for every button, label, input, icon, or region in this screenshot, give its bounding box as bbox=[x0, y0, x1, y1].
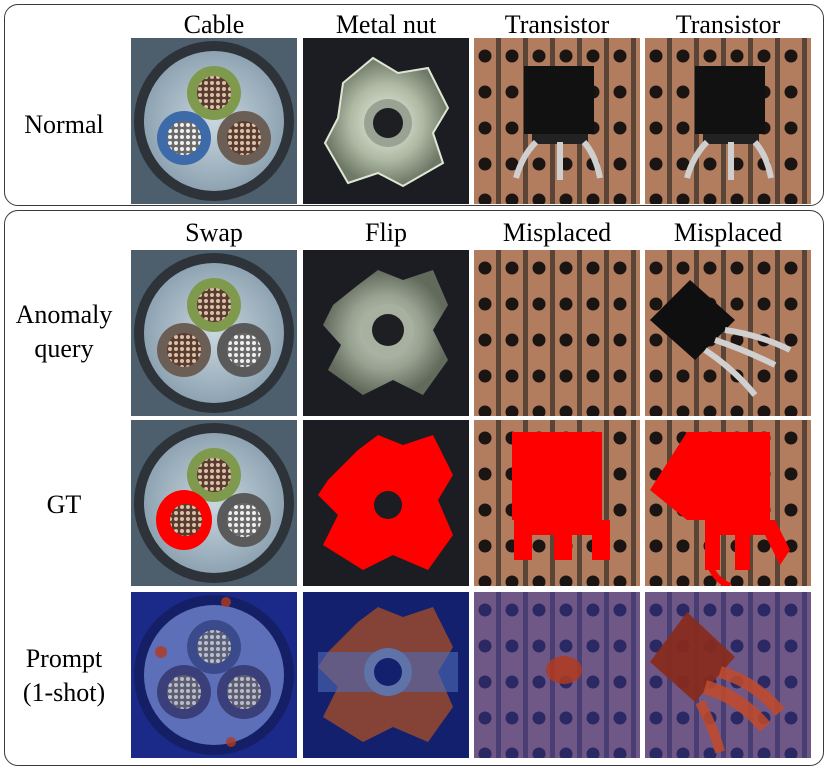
gt-cable-swap-image bbox=[131, 420, 297, 586]
prompt-transistor-misplaced-image-2 bbox=[645, 592, 811, 758]
normal-transistor-image-2 bbox=[645, 38, 811, 204]
col-label-misplaced-2: Misplaced bbox=[673, 218, 783, 247]
col-label-transistor-2: Transistor bbox=[675, 10, 781, 39]
normal-transistor-image-1 bbox=[474, 38, 640, 204]
prompt-transistor-misplaced-image-1 bbox=[474, 592, 640, 758]
anomaly-panel bbox=[4, 210, 824, 766]
col-label-transistor-1: Transistor bbox=[504, 10, 610, 39]
row-label-prompt: Prompt (1-shot) bbox=[0, 642, 128, 710]
prompt-metal-nut-flip-image bbox=[303, 592, 469, 758]
prompt-cable-swap-image bbox=[131, 592, 297, 758]
normal-panel bbox=[4, 4, 824, 206]
query-cable-swap-image bbox=[131, 250, 297, 416]
normal-cable-image bbox=[131, 38, 297, 204]
col-label-cable: Cable bbox=[183, 10, 245, 39]
gt-transistor-misplaced-image-2 bbox=[645, 420, 811, 586]
gt-transistor-misplaced-image-1 bbox=[474, 420, 640, 586]
row-label-anomaly-query: Anomaly query bbox=[0, 298, 128, 366]
gt-metal-nut-flip-image bbox=[303, 420, 469, 586]
query-transistor-misplaced-image-2 bbox=[645, 250, 811, 416]
col-label-metal-nut: Metal nut bbox=[335, 10, 437, 39]
row-label-gt: GT bbox=[46, 490, 82, 519]
query-metal-nut-flip-image bbox=[303, 250, 469, 416]
query-transistor-misplaced-image-1 bbox=[474, 250, 640, 416]
row-label-prompt-line2: (1-shot) bbox=[22, 678, 106, 707]
col-label-misplaced-1: Misplaced bbox=[502, 218, 612, 247]
col-label-flip: Flip bbox=[365, 218, 407, 247]
row-label-normal: Normal bbox=[24, 110, 104, 139]
row-label-anomaly-line2: query bbox=[34, 334, 94, 363]
col-label-swap: Swap bbox=[185, 218, 243, 247]
row-label-anomaly-line1: Anomaly bbox=[15, 300, 113, 329]
normal-metal-nut-image bbox=[303, 38, 469, 204]
row-label-prompt-line1: Prompt bbox=[25, 644, 103, 673]
